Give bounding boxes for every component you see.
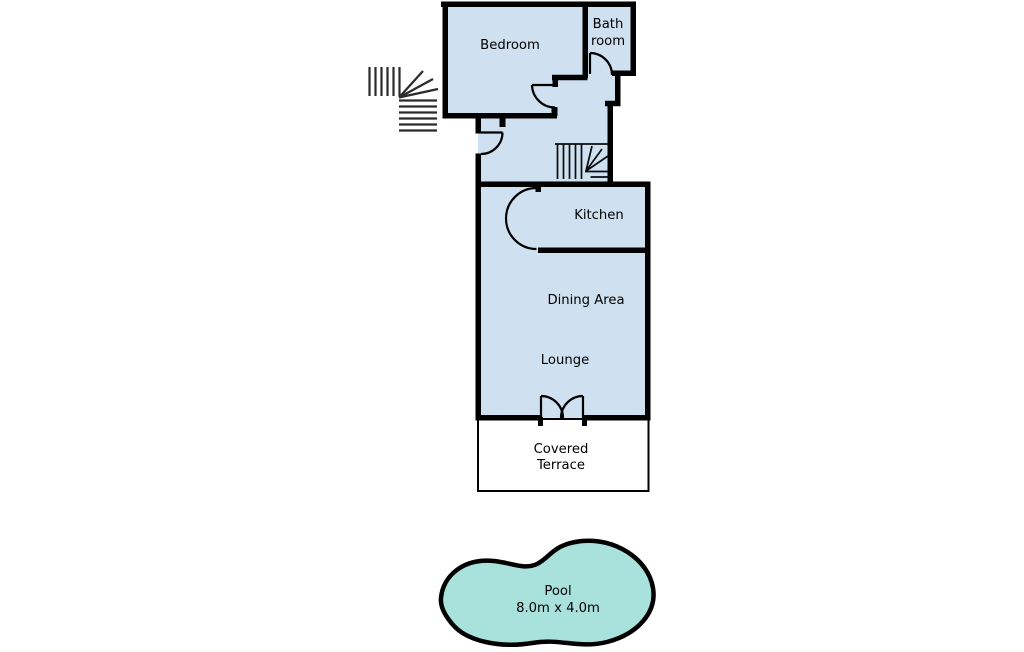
kitchen-door-arc-icon [504, 186, 537, 251]
walls [441, 1, 651, 426]
terrace-door-right-arc-icon [559, 394, 584, 419]
indoor-stairs-icon [555, 143, 609, 179]
bathroom-label-line1: Bath [593, 17, 624, 32]
outdoor-stairs-winder-fan [398, 70, 439, 99]
pool-dimensions-label: 8.0m x 4.0m [516, 601, 600, 616]
bedroom-label: Bedroom [480, 38, 540, 53]
indoor-stairs-lower-treads [585, 170, 609, 178]
hallway-floor [478, 117, 611, 186]
covered-terrace-area [477, 418, 650, 492]
kitchen-label: Kitchen [574, 208, 624, 223]
room-labels: Bedroom Bath room Kitchen Dining Area Lo… [480, 17, 625, 616]
outdoor-winder-stairs-icon [368, 67, 439, 132]
pool-shape [438, 538, 656, 647]
outdoor-stairs-upper-treads [368, 67, 401, 96]
outdoor-stairs-lower-treads [399, 99, 437, 132]
lounge-label: Lounge [541, 353, 589, 368]
hall-door-arc-icon [480, 132, 504, 156]
terrace-label-line2: Terrace [536, 458, 585, 473]
doors [480, 51, 614, 419]
terrace-door-left-arc-icon [540, 394, 565, 419]
dining-area-label: Dining Area [547, 293, 624, 308]
bathroom-label-line2: room [591, 34, 625, 49]
indoor-stairs-treads [556, 144, 583, 179]
terrace-label-line1: Covered [534, 442, 589, 457]
bathroom-door-arc-icon [589, 51, 614, 76]
indoor-stairs-winder-fan [585, 145, 609, 172]
bedroom-door-arc-icon [530, 84, 556, 109]
pool-label: Pool [544, 584, 571, 599]
